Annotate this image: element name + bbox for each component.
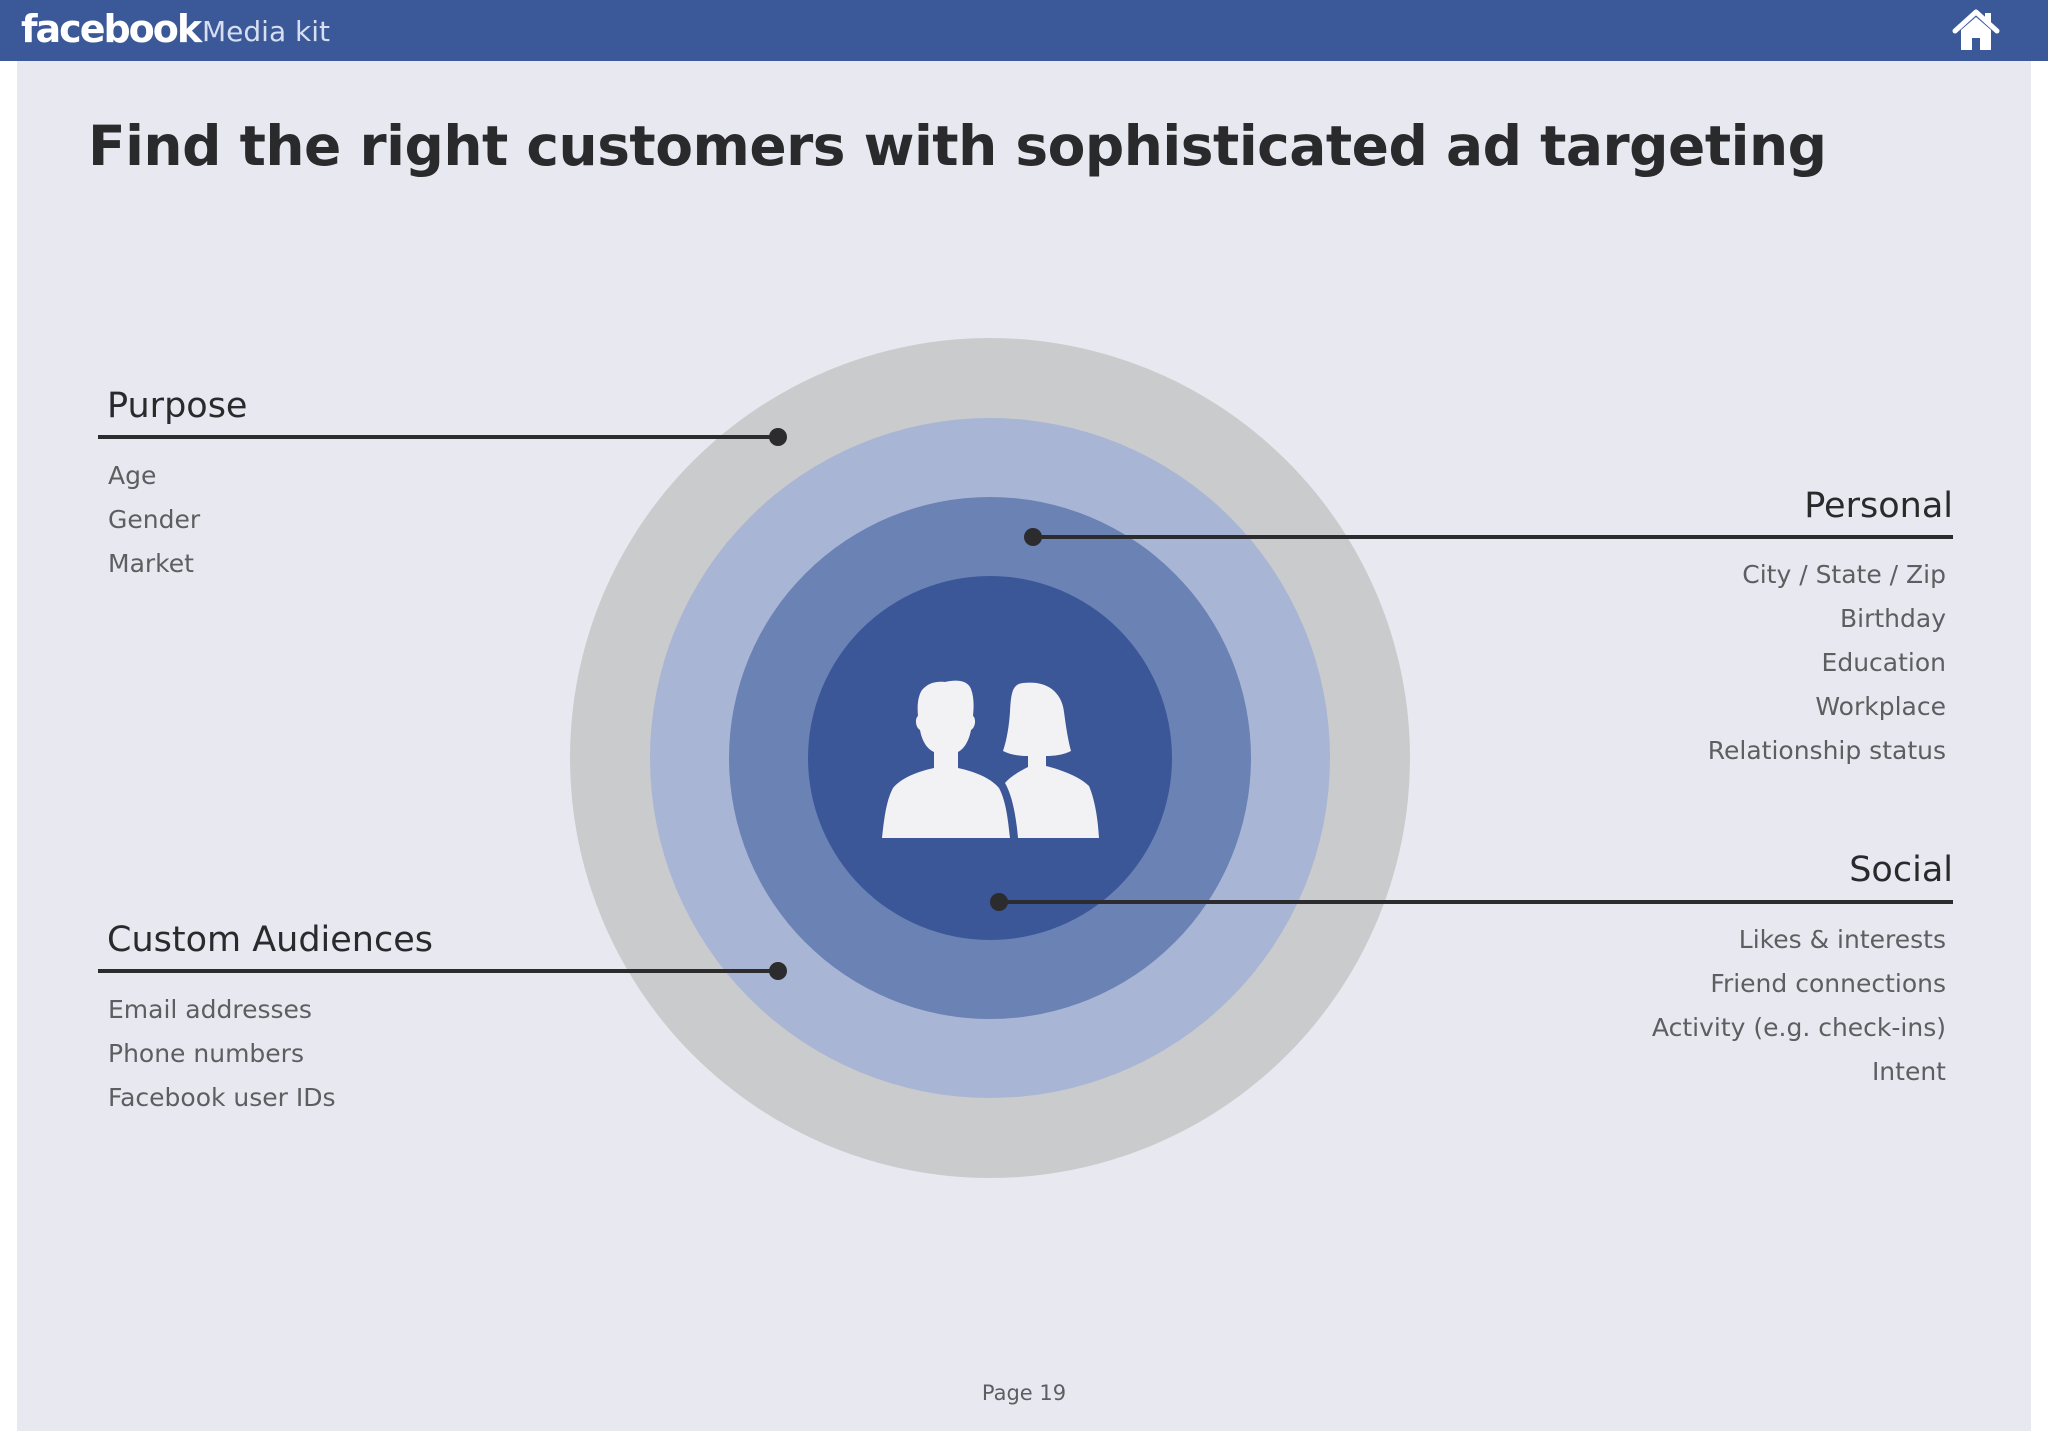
inner-circle xyxy=(808,576,1172,940)
top-bar: facebook Media kit xyxy=(0,0,2048,61)
purpose-connector xyxy=(98,428,787,446)
purpose-list: Age Gender Market xyxy=(108,454,200,586)
people-icon xyxy=(882,680,1099,838)
social-connector xyxy=(990,893,1953,911)
list-item: Phone numbers xyxy=(108,1039,304,1068)
list-item: Birthday xyxy=(1839,604,1946,633)
list-item: Email addresses xyxy=(108,995,312,1024)
list-item: Relationship status xyxy=(1707,736,1946,765)
list-item: Friend connections xyxy=(1710,969,1946,998)
list-item: City / State / Zip xyxy=(1742,560,1946,589)
page-title: Find the right customers with sophistica… xyxy=(88,114,1827,178)
list-item: Market xyxy=(108,549,194,578)
purpose-heading: Purpose xyxy=(107,386,248,426)
list-item: Gender xyxy=(108,505,201,534)
personal-list: City / State / Zip Birthday Education Wo… xyxy=(1708,553,1946,773)
list-item: Facebook user IDs xyxy=(108,1083,336,1112)
page-number: Page 19 xyxy=(981,1381,1067,1405)
home-button[interactable] xyxy=(1951,7,2001,53)
social-list: Likes & interests Friend connections Act… xyxy=(1652,918,1946,1094)
section-title: Media kit xyxy=(202,15,330,48)
social-heading: Social xyxy=(1849,850,1953,890)
home-icon xyxy=(1952,9,2000,50)
personal-heading: Personal xyxy=(1804,486,1953,526)
facebook-logo[interactable]: facebook xyxy=(21,7,202,51)
custom-audiences-connector xyxy=(98,962,787,980)
list-item: Likes & interests xyxy=(1738,925,1946,954)
custom-audiences-heading: Custom Audiences xyxy=(107,920,434,960)
personal-connector xyxy=(1024,528,1953,546)
list-item: Activity (e.g. check-ins) xyxy=(1651,1013,1946,1042)
list-item: Education xyxy=(1821,648,1946,677)
custom-audiences-list: Email addresses Phone numbers Facebook u… xyxy=(108,988,336,1120)
list-item: Age xyxy=(108,461,157,490)
list-item: Workplace xyxy=(1815,692,1946,721)
list-item: Intent xyxy=(1871,1057,1946,1086)
